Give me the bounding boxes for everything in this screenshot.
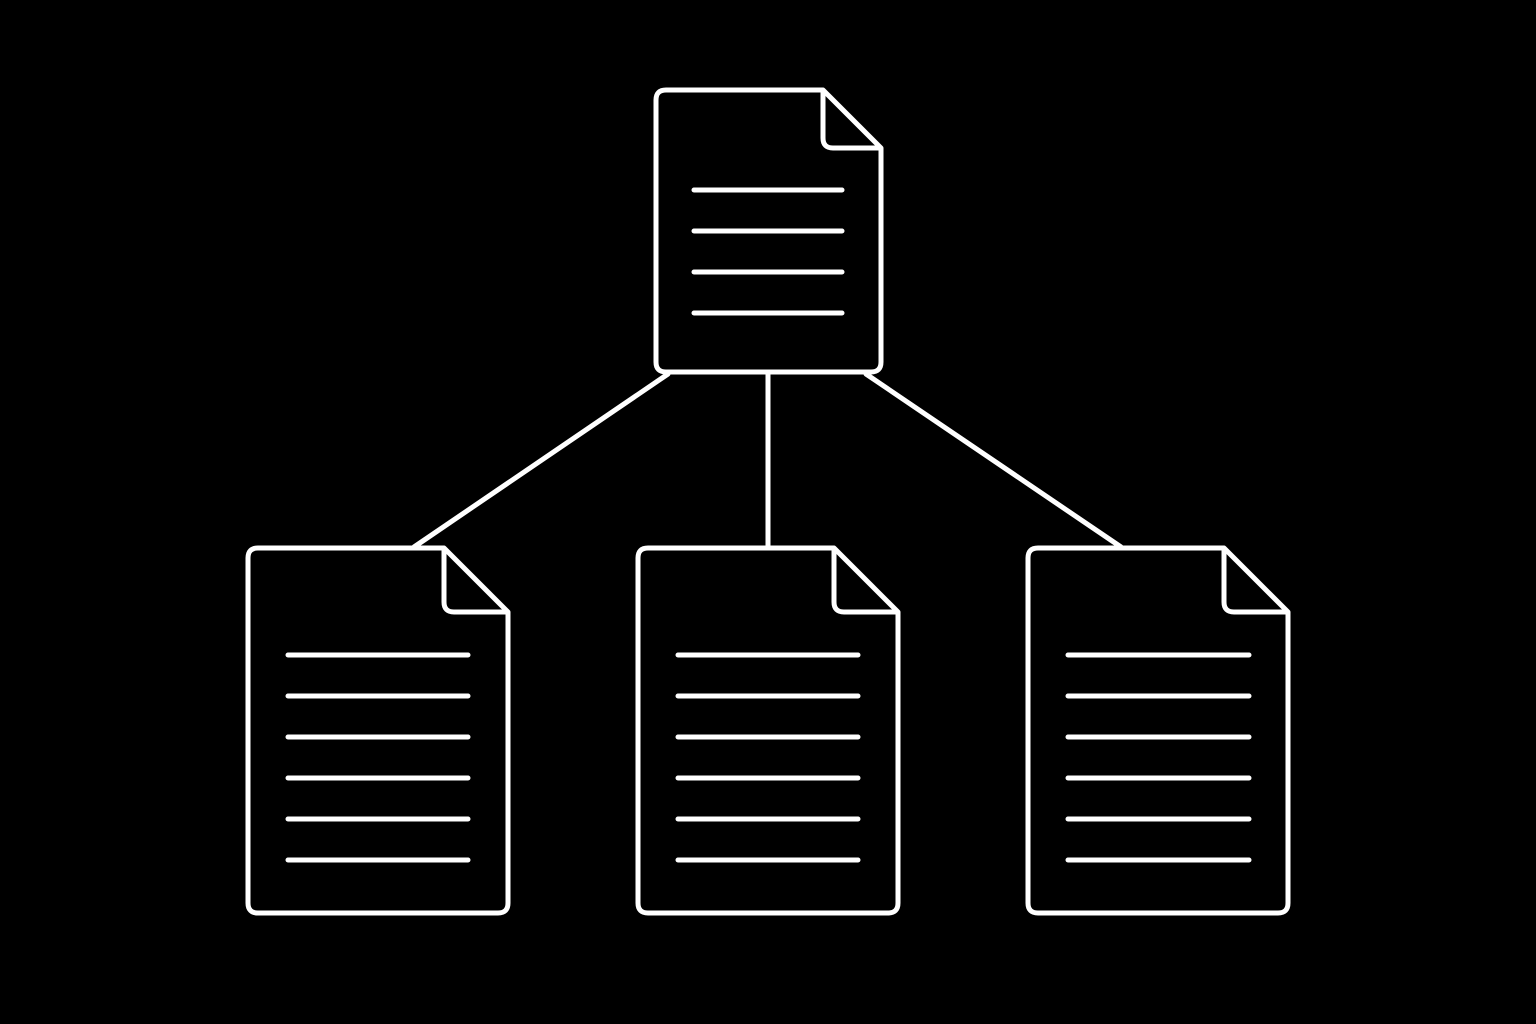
connectors	[411, 371, 1124, 550]
page-fold-corner	[831, 548, 898, 615]
page-fold-corner	[441, 548, 508, 615]
document-icon	[245, 545, 511, 916]
page-fold-corner	[1221, 548, 1288, 615]
document-icon	[635, 545, 901, 916]
parent-document	[653, 87, 884, 375]
connector-right	[863, 371, 1124, 550]
connector-left	[411, 371, 671, 550]
page-fold-corner	[820, 90, 881, 151]
document-icon	[1025, 545, 1291, 916]
child-document-center	[635, 545, 901, 916]
child-document-right	[1025, 545, 1291, 916]
documents	[245, 87, 1291, 916]
child-document-left	[245, 545, 511, 916]
